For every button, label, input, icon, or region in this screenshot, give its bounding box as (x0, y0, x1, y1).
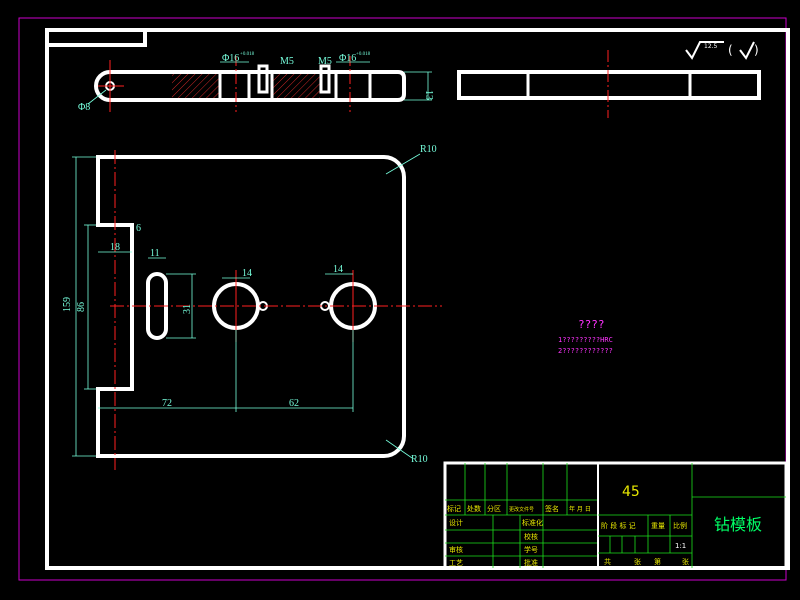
main-view: R10 R10 159 86 6 18 11 31 14 14 72 62 (62, 144, 442, 470)
top-view: Φ8 Φ16 +0.018 M5 M5 Φ16 +0.018 13 (78, 52, 434, 113)
label-sheets-total: 共 (604, 557, 611, 566)
roughness-paren-open: ( (728, 43, 733, 57)
drawing-border (45, 28, 790, 570)
dim-72: 72 (162, 398, 172, 409)
dim-bore-right: Φ16 (339, 53, 356, 64)
label-review: 审核 (449, 545, 463, 554)
dim-bore-right-tolerance: +0.018 (356, 52, 371, 57)
label-sheets-unit: 张 (634, 557, 641, 566)
thread-slot-left (257, 64, 269, 94)
dim-radius-bottom: R10 (411, 454, 428, 465)
label-sheet-unit: 张 (682, 557, 689, 566)
dim-bore-left-tolerance: +0.018 (240, 52, 255, 57)
header-change-doc: 更改文件号 (509, 506, 534, 513)
dim-bore-left: Φ16 (222, 53, 239, 64)
label-check: 校核 (524, 532, 538, 541)
dim-thickness: 13 (423, 90, 434, 100)
label-sheet-no: 第 (654, 557, 661, 566)
dim-slot-width: 11 (150, 248, 160, 259)
technical-notes: ???? 1?????????HRC 2???????????? (558, 318, 613, 355)
material-value: 45 (622, 484, 640, 500)
header-count: 处数 (467, 504, 481, 513)
roughness-paren-close: ) (754, 43, 759, 57)
label-stage: 阶 段 标 记 (601, 521, 636, 530)
dim-radius-top: R10 (420, 144, 437, 155)
header-signature: 签名 (545, 504, 559, 513)
dim-thread-left: M5 (280, 56, 294, 67)
dim-hole-diameter: Φ8 (78, 102, 90, 113)
corner-label-box (47, 30, 147, 47)
hatch-area-left (172, 74, 220, 98)
label-process: 工艺 (449, 559, 463, 567)
scale-value: 1:1 (675, 542, 686, 550)
label-approve: 批准 (524, 558, 538, 567)
label-student-id: 学号 (524, 545, 538, 554)
plate-outline (96, 155, 406, 458)
side-view (457, 50, 761, 118)
label-ratio: 比例 (673, 521, 687, 530)
header-mark: 标记 (447, 504, 461, 513)
dim-total-height: 159 (62, 297, 73, 312)
label-weight: 重量 (651, 522, 665, 530)
notes-title: ???? (578, 318, 605, 331)
roughness-symbol: 12.5 ( ) (685, 41, 759, 60)
dim-bore-right-width: 14 (333, 264, 343, 275)
title-block: 45 钻模板 标记 处数 分区 更改文件号 签名 年 月 日 设计 标准化 校核… (443, 461, 788, 570)
hatch-area-right (272, 74, 320, 98)
dim-62: 62 (289, 398, 299, 409)
dim-bore-left-width: 14 (242, 268, 252, 279)
dim-thread-right: M5 (318, 56, 332, 67)
thread-slot-right (319, 64, 331, 94)
dim-step-6: 6 (136, 223, 141, 234)
dim-step-18: 18 (110, 242, 120, 253)
notes-line-1: 1?????????HRC (558, 336, 613, 344)
part-name: 钻模板 (714, 515, 762, 534)
label-standardize: 标准化 (522, 518, 543, 527)
header-date: 年 月 日 (569, 505, 591, 513)
roughness-value: 12.5 (704, 43, 718, 50)
header-zone: 分区 (487, 504, 501, 513)
dim-slot-length: 31 (182, 304, 193, 314)
notes-line-2: 2???????????? (558, 347, 613, 355)
label-design: 设计 (449, 518, 463, 527)
dim-step-height: 86 (76, 302, 87, 312)
side-view-outline (457, 70, 761, 100)
top-view-outline (94, 70, 406, 102)
